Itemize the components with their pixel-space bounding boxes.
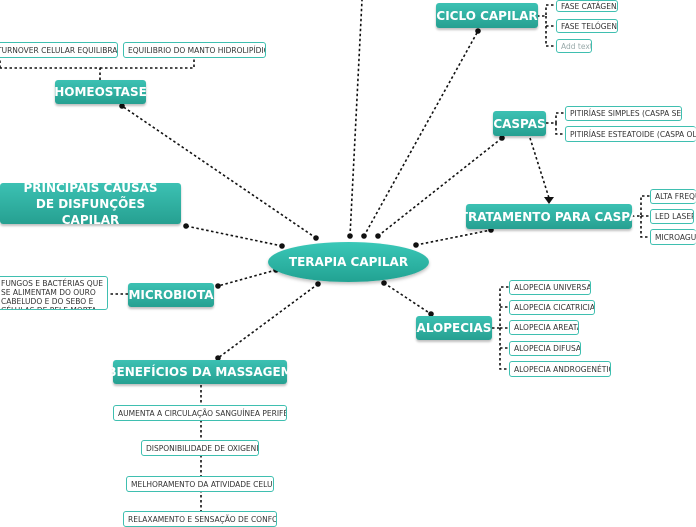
topic-ciclo-capilar[interactable]: CICLO CAPILAR	[436, 3, 538, 28]
subtopic-alopecia-universal[interactable]: ALOPECIA UNIVERSAL	[509, 280, 591, 295]
subtopic-pitiriase-simples[interactable]: PITIRÍASE SIMPLES (CASPA SECA)	[565, 106, 682, 121]
subtopic-atividade-celular[interactable]: MELHORAMENTO DA ATIVIDADE CELULAR	[126, 476, 274, 492]
topic-homeostase[interactable]: HOMEOSTASE	[54, 80, 147, 104]
subtopic-alta-frequencia[interactable]: ALTA FREQUÊNCIA	[650, 189, 696, 204]
subtopic-oxigenio[interactable]: DISPONIBILIDADE DE OXIGENIO	[141, 440, 259, 456]
subtopic-fase-catagena[interactable]: FASE CATÁGENA	[556, 0, 618, 12]
subtopic-led-laser[interactable]: LED LASER	[650, 209, 694, 224]
subtopic-fungos-bacterias[interactable]: FUNGOS E BACTÉRIAS QUE SE ALIMENTAM DO O…	[0, 276, 108, 310]
topic-microbiota[interactable]: MICROBIOTA	[128, 283, 214, 307]
topic-tratamento-caspa[interactable]: TRATAMENTO PARA CASPA	[460, 204, 638, 229]
subtopic-circulacao-sanguinea[interactable]: AUMENTA A CIRCULAÇÃO SANGUÍNEA PERIFÉRIC…	[113, 405, 287, 421]
topic-alopecias[interactable]: ALOPECIAS	[416, 316, 492, 340]
topic-principais-causas[interactable]: PRINCIPAIS CAUSAS DE DISFUNÇÕES CAPILAR	[0, 181, 181, 227]
subtopic-alopecia-difusa[interactable]: ALOPECIA DIFUSA	[509, 341, 581, 356]
subtopic-relaxamento[interactable]: RELAXAMENTO E SENSAÇÃO DE CONFORTO	[123, 511, 277, 527]
subtopic-pitiriase-esteatoide[interactable]: PITIRÍASE ESTEATOIDE (CASPA OLEOSA)	[565, 126, 696, 142]
subtopic-add-text[interactable]: Add text	[556, 39, 592, 53]
subtopic-turnover[interactable]: TURNOVER CELULAR EQUILIBRADO	[0, 42, 118, 58]
subtopic-microagulhamento[interactable]: MICROAGULHAMENTO	[650, 229, 696, 245]
topic-caspas[interactable]: CASPAS	[493, 111, 546, 136]
subtopic-alopecia-areata[interactable]: ALOPECIA AREATA	[509, 320, 579, 335]
subtopic-alopecia-androgenetica[interactable]: ALOPECIA ANDROGENÉTICA	[509, 361, 611, 377]
subtopic-fase-telogena[interactable]: FASE TELÓGENA	[556, 19, 618, 33]
subtopic-alopecia-cicatricial[interactable]: ALOPECIA CICATRICIAL	[509, 300, 595, 315]
subtopic-manto-hidrolipidico[interactable]: EQUILIBRIO DO MANTO HIDROLIPÍDICO	[123, 42, 266, 58]
topic-beneficios-massagem[interactable]: BENEFÍCIOS DA MASSAGEM	[107, 360, 293, 384]
central-topic[interactable]: TERAPIA CAPILAR	[268, 242, 429, 282]
